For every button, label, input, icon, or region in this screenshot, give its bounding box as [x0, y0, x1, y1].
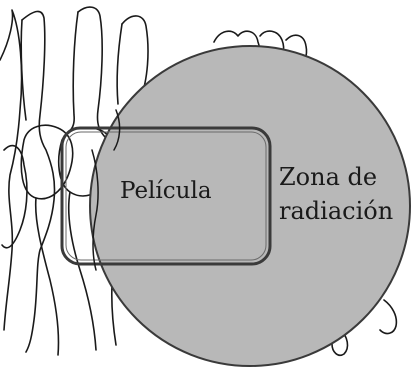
- tooth-outline-16: [331, 329, 349, 357]
- tooth-overlay-1: [91, 149, 99, 271]
- radiation-zone-label-line2: radiación: [279, 197, 394, 225]
- film-label: Película: [120, 178, 212, 204]
- film-rectangle: [60, 126, 272, 266]
- tooth-outline-5: [34, 197, 60, 356]
- tooth-outline-4: [20, 19, 27, 121]
- tooth-outline-6: [77, 6, 107, 139]
- tooth-outline-3: [21, 10, 56, 353]
- tooth-overlay-2: [113, 109, 121, 151]
- tooth-outline-15: [379, 299, 398, 335]
- tooth-crown-1: [20, 124, 74, 200]
- tooth-outline-1: [0, 9, 23, 331]
- teeth-overlay: [91, 109, 121, 271]
- radiation-zone-label-line1: Zona de: [279, 163, 378, 191]
- tooth-outline-8: [67, 191, 97, 351]
- radiation-zone-circle: [89, 45, 411, 367]
- tooth-outline-2: [1, 144, 28, 249]
- tooth-outline-10: [121, 15, 149, 101]
- film-rectangle-inner: [65, 131, 267, 261]
- tooth-outline-11: [116, 23, 123, 105]
- tooth-outline-7: [65, 11, 79, 135]
